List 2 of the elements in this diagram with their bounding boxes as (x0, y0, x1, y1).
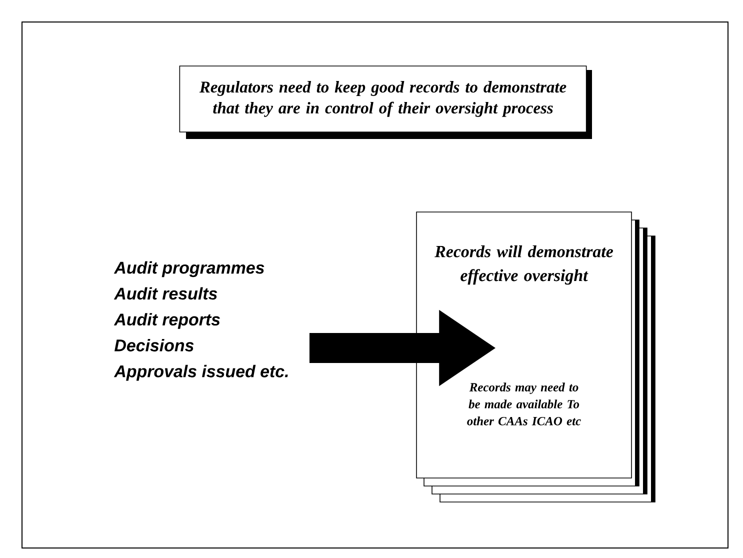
text-list: Audit programmes Audit results Audit reports Decisions Approvals issued etc. (114, 261, 288, 381)
title-box: Regulators need to keep good records to demonstrate that they are in control of their oversight process (179, 66, 592, 139)
